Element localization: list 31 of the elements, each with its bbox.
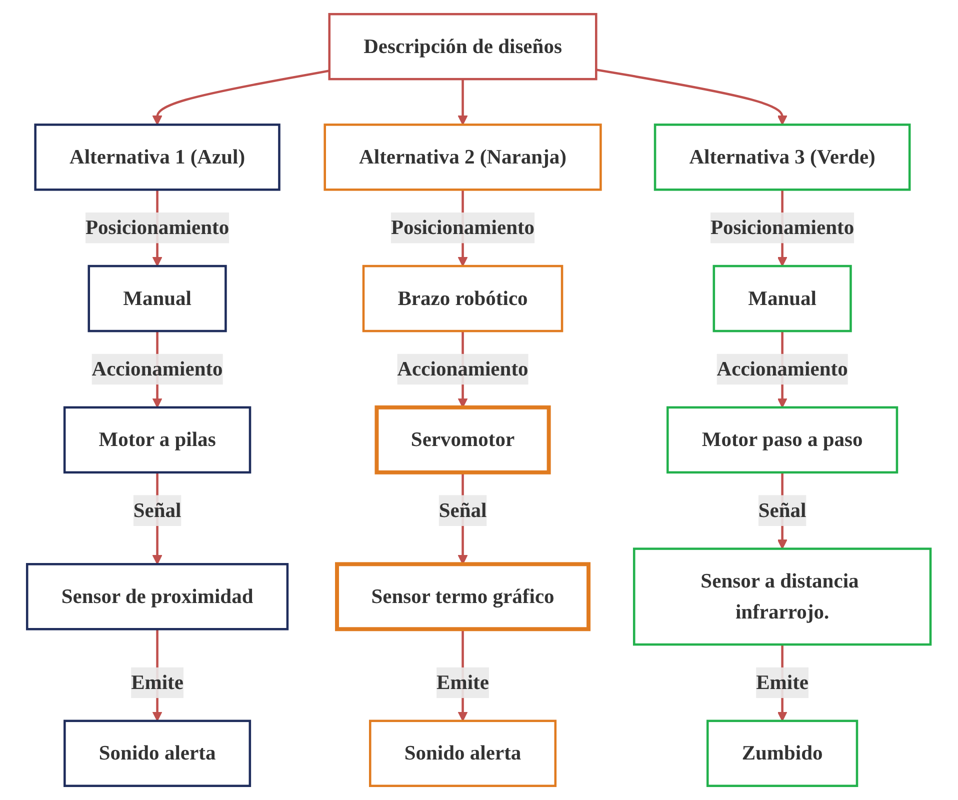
node-box: Manual	[88, 264, 228, 332]
node-box: Sensor a distancia infrarrojo.	[633, 548, 932, 646]
arrow	[458, 79, 468, 126]
edge-label: Posicionamiento	[710, 216, 854, 239]
node-box: Sensor de proximidad	[26, 563, 289, 630]
edge-label: Emite	[436, 670, 490, 694]
node-box: Descripción de diseños	[328, 12, 598, 80]
node-box: Motor paso a paso	[666, 406, 898, 474]
edge-label: Accionamiento	[397, 357, 528, 380]
arrow	[596, 68, 788, 126]
node-box: Alternativa 1 (Azul)	[34, 124, 281, 191]
node-box: Brazo robótico	[362, 264, 564, 332]
node-box: Zumbido	[706, 720, 858, 788]
edge-label: Accionamiento	[716, 357, 848, 380]
edge-label: Señal	[134, 498, 182, 522]
node-box: Alternativa 2 (Naranja)	[324, 124, 602, 191]
node-box: Sensor termo gráfico	[335, 562, 591, 632]
edge-label: Posicionamiento	[86, 216, 230, 239]
edge-label: Emite	[131, 670, 184, 694]
arrow	[152, 70, 330, 126]
node-box: Manual	[712, 264, 852, 332]
edge-label: Accionamiento	[92, 357, 224, 380]
node-box: Servomotor	[374, 405, 551, 474]
node-box: Motor a pilas	[64, 406, 252, 474]
edge-label: Señal	[758, 498, 806, 522]
node-box: Alternativa 3 (Verde)	[654, 124, 911, 191]
edge-label: Señal	[439, 498, 487, 522]
node-box: Sonido alerta	[369, 720, 557, 788]
edge-label: Emite	[756, 670, 809, 694]
edge-label: Posicionamiento	[391, 216, 535, 239]
node-box: Sonido alerta	[64, 720, 252, 788]
